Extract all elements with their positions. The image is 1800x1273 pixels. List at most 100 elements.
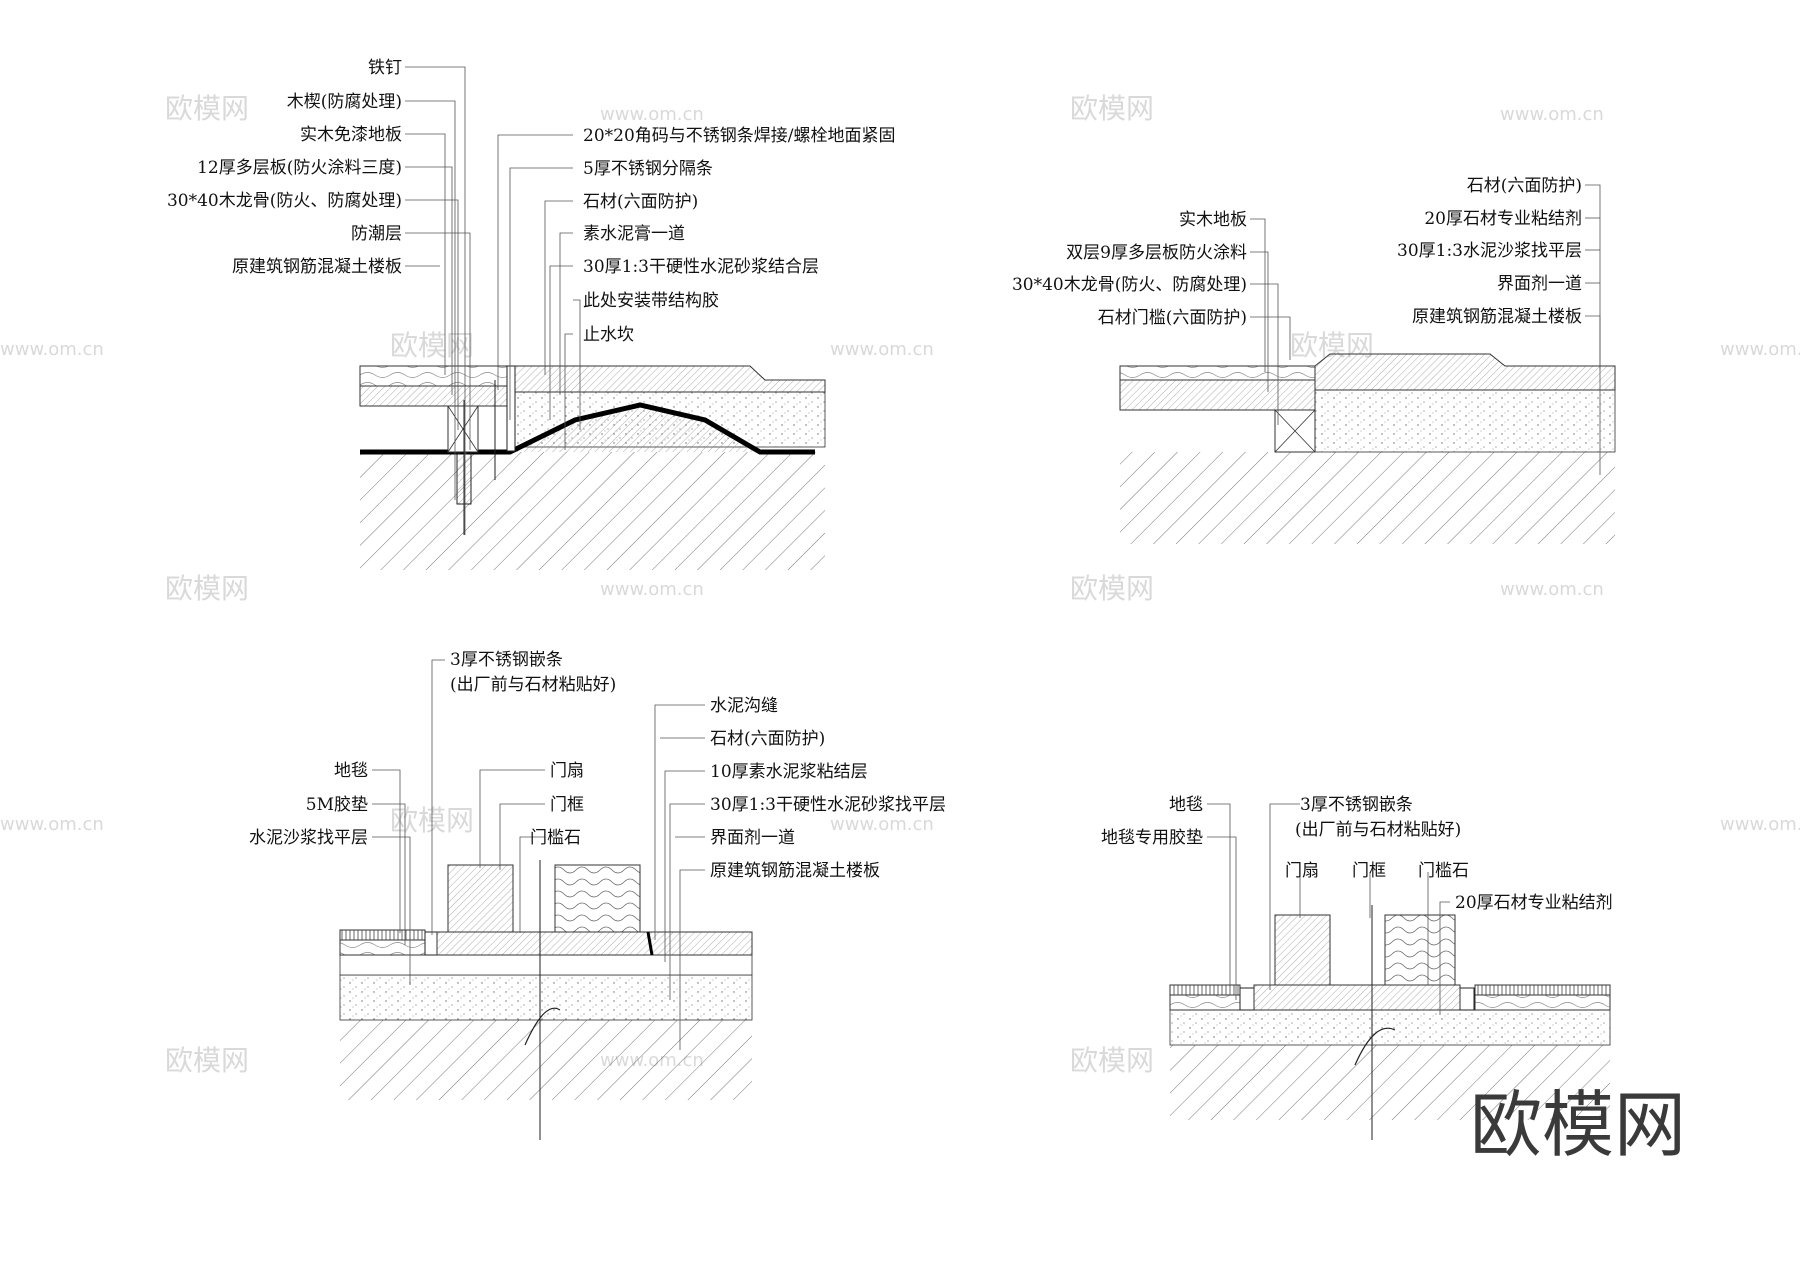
detail-3-leaders xyxy=(372,659,705,1050)
stainless-divider-strip xyxy=(506,365,516,452)
watermark-brand: 欧模网 xyxy=(1070,1044,1154,1077)
label-concrete-slab: 原建筑钢筋混凝土楼板 xyxy=(232,257,402,277)
concrete-slab xyxy=(1120,452,1615,544)
stainless-inlay-strip xyxy=(424,931,438,956)
label-double-plywood: 双层9厚多层板防火涂料 xyxy=(1066,243,1247,263)
watermark-url: www.om.cn xyxy=(1720,814,1800,835)
label-stainless-strip: 5厚不锈钢分隔条 xyxy=(583,159,713,179)
stone-threshold xyxy=(1253,984,1461,1011)
label-cement-joint: 水泥沟缝 xyxy=(710,696,778,716)
label-interface-agent: 界面剂一道 xyxy=(1497,274,1582,294)
label-stainless-inlay-note: (出厂前与石材粘贴好) xyxy=(450,675,616,695)
label-leveling-layer: 30厚1:3水泥沙浆找平层 xyxy=(1397,241,1582,261)
concrete-slab xyxy=(360,452,825,570)
water-stop-hump xyxy=(510,405,760,452)
mortar-bed xyxy=(1314,389,1616,453)
label-mortar-leveling: 30厚1:3干硬性水泥砂浆找平层 xyxy=(710,795,946,815)
mortar-bed xyxy=(1169,1009,1611,1046)
watermark-url: www.om.cn xyxy=(600,579,704,600)
plywood-double xyxy=(1119,379,1316,411)
label-stone: 石材(六面防护) xyxy=(583,192,698,212)
stone-threshold xyxy=(1314,353,1616,391)
label-stone: 石材(六面防护) xyxy=(710,729,825,749)
detail-2-left-labels: 实木地板 双层9厚多层板防火涂料 30*40木龙骨(防火、防腐处理) 石材门槛(… xyxy=(1012,210,1247,328)
detail-3-labels: 3厚不锈钢嵌条 (出厂前与石材粘贴好) 地毯 5M胶垫 水泥沙浆找平层 门扇 门… xyxy=(249,650,946,881)
rubber-pad xyxy=(339,939,426,956)
stainless-inlay-strip xyxy=(1239,987,1255,1011)
carpet-pad xyxy=(1169,994,1241,1011)
detail-1-leaders xyxy=(405,66,581,535)
label-solid-wood-floor: 实木地板 xyxy=(1179,210,1247,230)
label-door-frame: 门框 xyxy=(1352,861,1386,881)
door-leaf xyxy=(1274,914,1331,986)
label-solid-wood-floor: 实木免漆地板 xyxy=(300,125,402,145)
stainless-inlay-strip xyxy=(1459,987,1475,1011)
label-threshold-stone: 门槛石 xyxy=(1418,861,1469,881)
mortar-bed xyxy=(339,974,753,1021)
plywood-layer xyxy=(359,385,516,407)
watermark-brand: 欧模网 xyxy=(390,329,474,362)
label-threshold-stone: 门槛石 xyxy=(530,828,581,848)
detail-4-section: 地毯 地毯专用胶垫 3厚不锈钢嵌条 (出厂前与石材粘贴好) 门扇 门框 门槛石 … xyxy=(1101,795,1613,1140)
concrete-slab xyxy=(340,1020,752,1100)
label-stone: 石材(六面防护) xyxy=(1467,176,1582,196)
detail-1-section: 铁钉 木楔(防腐处理) 实木免漆地板 12厚多层板(防火涂料三度) 30*40木… xyxy=(167,58,896,570)
watermark-url: www.om.cn xyxy=(1720,339,1800,360)
detail-2-leaders xyxy=(1250,184,1601,475)
label-iron-nail: 铁钉 xyxy=(368,58,402,78)
label-door-leaf: 门扇 xyxy=(550,761,584,781)
label-wood-joist: 30*40木龙骨(防火、防腐处理) xyxy=(1012,275,1247,295)
label-carpet: 地毯 xyxy=(334,761,368,781)
watermark-url: www.om.cn xyxy=(1500,104,1604,125)
watermark-brand: 欧模网 xyxy=(1070,572,1154,605)
corner-logo: 欧模网 xyxy=(1470,1083,1686,1167)
label-angle-code: 20*20角码与不锈钢条焊接/螺栓地面紧固 xyxy=(583,126,896,146)
adhesive-layer xyxy=(339,954,753,976)
label-wood-joist: 30*40木龙骨(防火、防腐处理) xyxy=(167,191,402,211)
label-stone-adhesive: 20厚石材专业粘结剂 xyxy=(1424,209,1582,229)
label-structural-glue: 此处安装带结构胶 xyxy=(583,291,719,311)
label-rubber-pad: 5M胶垫 xyxy=(306,795,368,815)
watermark-brand: 欧模网 xyxy=(165,572,249,605)
label-concrete-slab: 原建筑钢筋混凝土楼板 xyxy=(710,861,880,881)
wood-floor-board xyxy=(359,365,516,387)
detail-1-left-labels: 铁钉 木楔(防腐处理) 实木免漆地板 12厚多层板(防火涂料三度) 30*40木… xyxy=(167,58,402,277)
carpet-pad xyxy=(1474,994,1611,1011)
watermark-brand: 欧模网 xyxy=(1070,92,1154,125)
watermark-layer: 欧模网 欧模网 www.om.cn www.om.cn 欧模网 欧模网 www.… xyxy=(0,92,1800,1077)
label-stainless-inlay-note: (出厂前与石材粘贴好) xyxy=(1295,820,1461,840)
label-stainless-inlay: 3厚不锈钢嵌条 xyxy=(450,650,563,670)
stone-threshold xyxy=(436,931,753,956)
watermark-url: www.om.cn xyxy=(0,339,104,360)
waterproof-layer xyxy=(360,402,815,455)
detail-2-right-labels: 石材(六面防护) 20厚石材专业粘结剂 30厚1:3水泥沙浆找平层 界面剂一道 … xyxy=(1397,176,1582,327)
label-cement-paste: 素水泥膏一道 xyxy=(583,223,685,244)
label-leveling-mortar: 水泥沙浆找平层 xyxy=(249,828,368,848)
watermark-brand: 欧模网 xyxy=(165,92,249,125)
door-leaf xyxy=(447,864,514,933)
label-moisture-barrier: 防潮层 xyxy=(351,224,402,244)
carpet xyxy=(339,929,426,941)
label-stone-adhesive: 20厚石材专业粘结剂 xyxy=(1455,893,1613,913)
watermark-url: www.om.cn xyxy=(830,814,934,835)
detail-3-section: 3厚不锈钢嵌条 (出厂前与石材粘贴好) 地毯 5M胶垫 水泥沙浆找平层 门扇 门… xyxy=(249,650,946,1140)
watermark-brand: 欧模网 xyxy=(165,1044,249,1077)
detail-4-leaders xyxy=(1207,803,1450,1015)
detail-1-right-labels: 20*20角码与不锈钢条焊接/螺栓地面紧固 5厚不锈钢分隔条 石材(六面防护) … xyxy=(583,126,896,345)
label-stone-threshold: 石材门槛(六面防护) xyxy=(1098,308,1247,328)
label-cement-bond: 10厚素水泥浆粘结层 xyxy=(710,762,868,782)
label-interface-agent: 界面剂一道 xyxy=(710,828,795,848)
watermark-url: www.om.cn xyxy=(0,814,104,835)
label-carpet-pad: 地毯专用胶垫 xyxy=(1101,828,1203,848)
carpet xyxy=(1474,984,1611,996)
detail-2-section: 实木地板 双层9厚多层板防火涂料 30*40木龙骨(防火、防腐处理) 石材门槛(… xyxy=(1012,176,1616,544)
watermark-url: www.om.cn xyxy=(1500,579,1604,600)
label-stainless-inlay: 3厚不锈钢嵌条 xyxy=(1300,795,1413,815)
label-plywood: 12厚多层板(防火涂料三度) xyxy=(197,158,402,178)
label-door-frame: 门框 xyxy=(550,795,584,815)
wood-floor-board xyxy=(1119,365,1316,381)
label-door-leaf: 门扇 xyxy=(1285,861,1319,881)
label-concrete-slab: 原建筑钢筋混凝土楼板 xyxy=(1412,307,1582,327)
cement-joint xyxy=(646,931,654,956)
